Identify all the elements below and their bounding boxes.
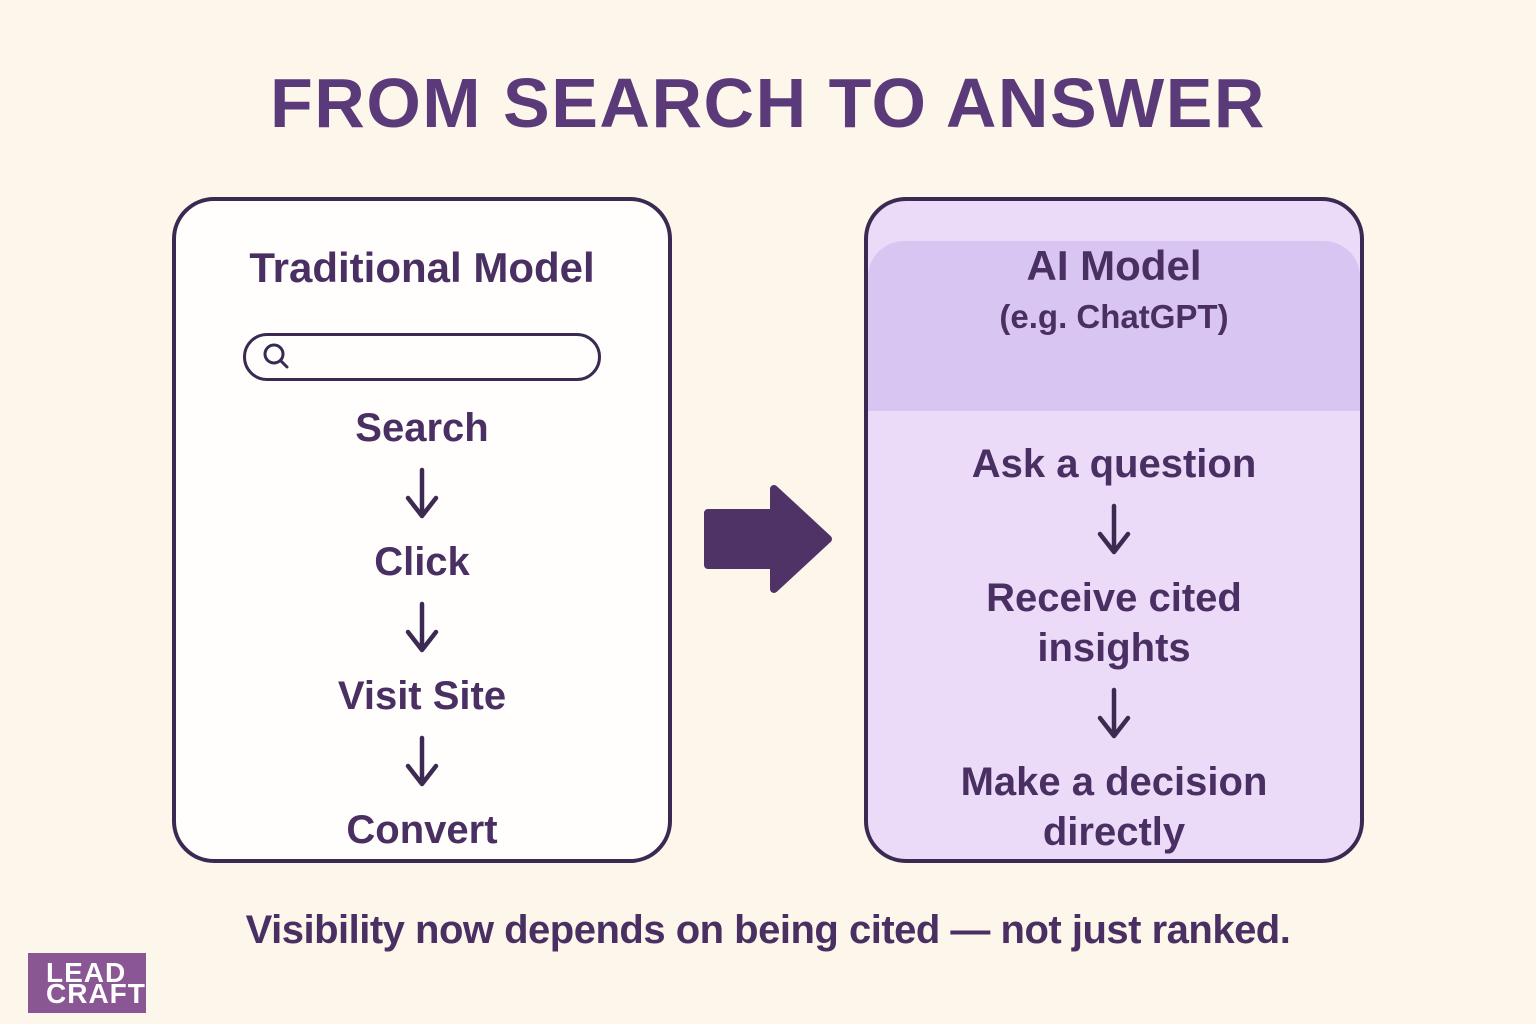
logo-line-2: CRAFT (46, 978, 146, 1009)
ai-card-subheading: (e.g. ChatGPT) (999, 298, 1229, 336)
leadcraft-logo: LEAD CRAFT (28, 953, 146, 1013)
down-arrow-icon (402, 467, 442, 523)
flow-step: Click (374, 540, 470, 585)
flow-step: Make a decision directly (960, 760, 1268, 854)
flow-step: Search (355, 406, 489, 451)
traditional-card-heading: Traditional Model (249, 244, 595, 291)
ai-card-heading: AI Model (1026, 242, 1202, 289)
flow-step: Convert (346, 808, 498, 853)
flow-step: Receive cited insights (986, 576, 1242, 670)
logo-line-1: LEAD (46, 957, 127, 988)
down-arrow-icon (402, 601, 442, 657)
flow-step: Ask a question (971, 442, 1257, 486)
down-arrow-icon (1094, 687, 1134, 743)
search-icon (261, 341, 293, 373)
down-arrow-icon (402, 735, 442, 791)
flow-step: Visit Site (337, 674, 507, 719)
ai-card-header: AI Model (e.g. ChatGPT) (868, 241, 1360, 411)
right-arrow-icon (702, 481, 834, 597)
down-arrow-icon (1094, 503, 1134, 559)
search-bar (243, 333, 601, 382)
tagline: Visibility now depends on being cited — … (245, 908, 1291, 952)
page-title: FROM SEARCH TO ANSWER (270, 64, 1266, 142)
